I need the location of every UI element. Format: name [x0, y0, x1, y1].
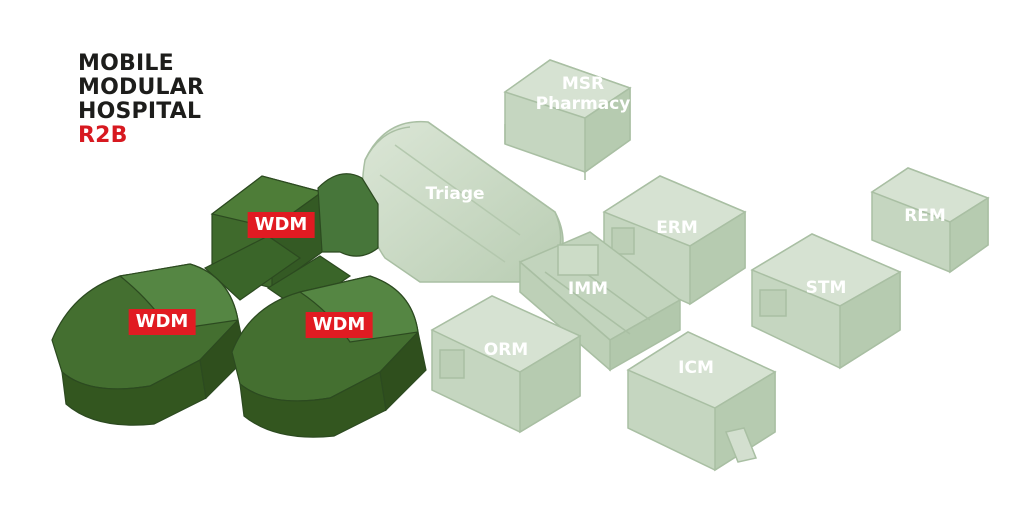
module-msr-shape [503, 59, 632, 180]
module-label-orm: ORM [483, 340, 529, 360]
module-label-rem: REM [904, 206, 946, 226]
wdm-tag-top: WDM [247, 212, 315, 238]
module-stm-shape [750, 233, 902, 370]
wdm-tag-left: WDM [128, 309, 196, 335]
module-label-stm: STM [805, 278, 847, 298]
module-orm-shape [430, 295, 582, 434]
module-rem-shape [870, 167, 990, 274]
module-label-msr-pharmacy: MSR Pharmacy [536, 74, 631, 114]
diagram-title: MOBILE MODULAR HOSPITAL R2B [78, 52, 204, 148]
title-line-1: MOBILE [78, 51, 174, 76]
wdm-left-shape [51, 263, 247, 426]
module-label-erm: ERM [656, 218, 698, 238]
title-line-3: HOSPITAL [78, 99, 202, 124]
module-imm-shape [518, 231, 682, 372]
model-code: R2B [78, 123, 128, 148]
wdm-tag-right: WDM [305, 312, 373, 338]
module-icm-shape [626, 331, 777, 472]
title-line-2: MODULAR [78, 75, 205, 100]
module-label-msr-line: MSR [561, 74, 605, 94]
module-label-pharmacy-line: Pharmacy [535, 94, 631, 114]
module-label-imm: IMM [567, 279, 609, 299]
module-label-triage: Triage [425, 184, 485, 204]
module-label-icm: ICM [678, 358, 714, 378]
wdm-right-shape [231, 275, 427, 438]
